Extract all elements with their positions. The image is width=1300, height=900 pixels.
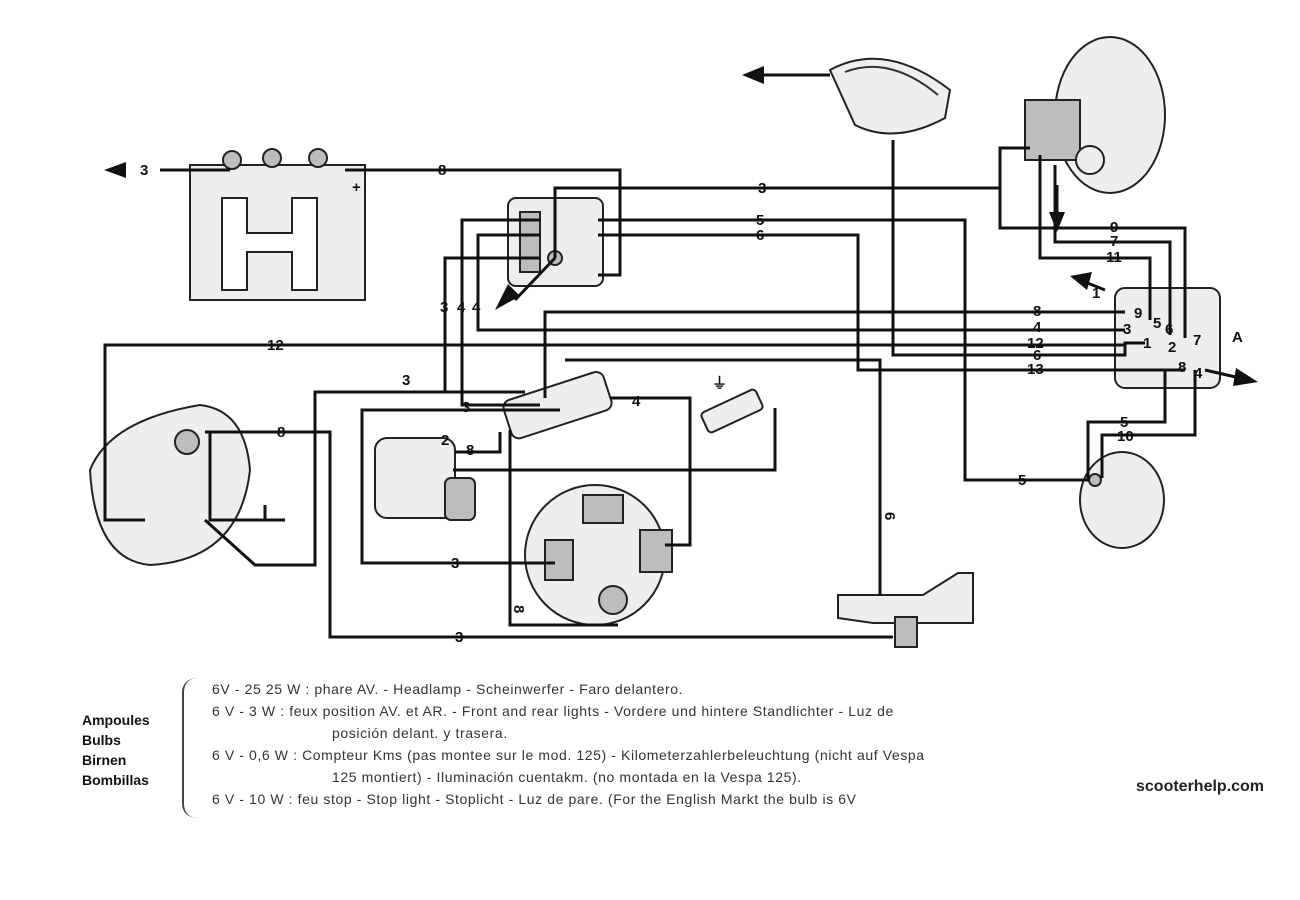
wire-label: 8 <box>466 442 474 459</box>
spark-plug: ⏚ <box>700 375 764 434</box>
wire-label: 5 <box>1018 472 1026 489</box>
legend-brace <box>182 678 198 818</box>
svg-text:⏚: ⏚ <box>712 375 727 392</box>
wiring-diagram: + ⏚ <box>88 36 1258 648</box>
svg-text:+: + <box>352 179 361 196</box>
legend-headers: Ampoules Bulbs Birnen Bombillas <box>82 710 150 790</box>
wire-label: 6 <box>881 512 898 520</box>
connector-tag: 1 <box>1092 285 1100 302</box>
speedometer <box>828 57 952 135</box>
wire-label: 11 <box>1106 249 1122 266</box>
junction-terminals: 9 3 5 6 7 1 2 8 4 1 <box>1092 285 1203 382</box>
wire-label: 4 <box>457 299 466 316</box>
legend-line: 6V - 25 25 W : phare AV. - Headlamp - Sc… <box>212 681 684 697</box>
terminal-label: 7 <box>1193 332 1201 349</box>
direction-arrows <box>104 66 1258 520</box>
wire-label: 3 <box>140 162 148 179</box>
wire-label: 4 <box>472 299 481 316</box>
wire-label: 10 <box>1117 428 1134 445</box>
legend-line: 125 montiert) - Iluminación cuentakm. (n… <box>332 769 802 785</box>
wire-label: 3 <box>402 372 410 389</box>
wire-label: 3 <box>451 555 459 572</box>
battery: + <box>189 148 366 301</box>
terminal-label: 3 <box>1123 321 1131 338</box>
wiring-paths <box>103 140 1197 639</box>
terminal-label: 1 <box>1143 335 1151 352</box>
legend-header: Birnen <box>82 752 127 768</box>
legend-line: 6 V - 3 W : feux position AV. et AR. - F… <box>212 703 894 719</box>
ignition-coil <box>374 437 476 521</box>
wire-label: 6 <box>756 227 764 244</box>
wire-label: 5 <box>1120 414 1128 431</box>
terminal-label: 6 <box>1165 321 1173 338</box>
legend-header: Ampoules <box>82 712 150 728</box>
wire-label: 3 <box>440 299 448 316</box>
terminal-label: 2 <box>1168 339 1176 356</box>
wire-label: 8 <box>277 424 285 441</box>
horn <box>88 403 252 567</box>
wire-label: 8 <box>438 162 446 179</box>
wire-label: 2 <box>441 432 449 449</box>
bulb-legend: Ampoules Bulbs Birnen Bombillas 6V - 25 … <box>0 672 1300 832</box>
wire-label: 3 <box>758 180 766 197</box>
watermark: scooterhelp.com <box>1136 778 1265 795</box>
tail-light <box>1079 451 1165 549</box>
junction-box <box>1114 287 1221 389</box>
legend-line: 6 V - 0,6 W : Compteur Kms (pas montee s… <box>212 747 925 763</box>
stop-switch <box>837 572 974 648</box>
wire-label: 4 <box>1033 319 1042 336</box>
wire-label: 9 <box>1110 219 1118 236</box>
legend-line: 6 V - 10 W : feu stop - Stop light - Sto… <box>212 791 857 807</box>
legend-header: Bombillas <box>82 772 149 788</box>
legend-lines: 6V - 25 25 W : phare AV. - Headlamp - Sc… <box>212 678 1252 810</box>
terminal-label: 9 <box>1134 305 1142 322</box>
wire-label: 8 <box>510 605 527 613</box>
wire-label: 5 <box>756 212 764 229</box>
side-letter: A <box>1232 329 1243 346</box>
wire-labels: 3 8 3 5 6 3 4 4 12 3 3 2 8 4 3 3 8 8 6 9… <box>140 162 1134 646</box>
wire-label: 4 <box>632 393 641 410</box>
legend-header: Bulbs <box>82 732 121 748</box>
wire-label: 6 <box>1033 347 1041 364</box>
wire-label: 8 <box>1033 303 1041 320</box>
wire-label: 13 <box>1027 361 1044 378</box>
wire-label: 12 <box>1027 335 1044 352</box>
legend-line: posición delant. y trasera. <box>332 725 508 741</box>
wire-label: 12 <box>267 337 284 354</box>
terminal-label: 8 <box>1178 359 1186 376</box>
magneto-stator <box>524 484 673 626</box>
wire-label: 3 <box>462 399 470 416</box>
wire-label: 7 <box>1110 233 1118 250</box>
terminal-label: 5 <box>1153 315 1161 332</box>
connector-block <box>502 370 613 440</box>
headlamp <box>1024 36 1166 194</box>
terminal-label: 4 <box>1194 365 1203 382</box>
wire-label: 3 <box>455 629 463 646</box>
